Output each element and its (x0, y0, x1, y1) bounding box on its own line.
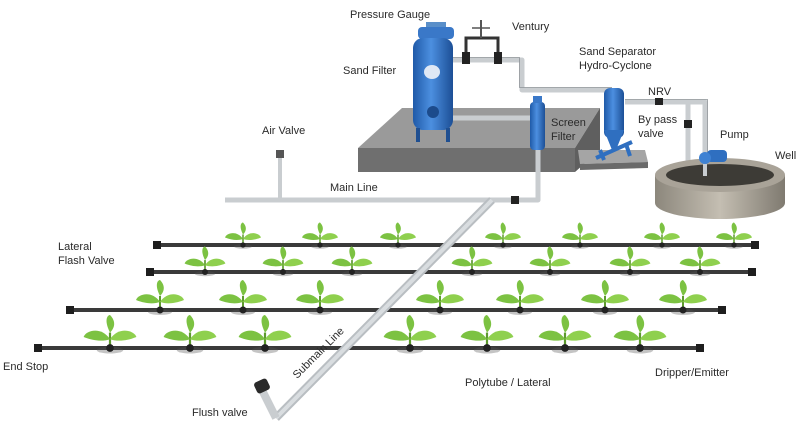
plant (416, 280, 464, 315)
label-flush-valve: Flush valve (192, 407, 248, 419)
label-polytube: Polytube / Lateral (465, 377, 551, 389)
label-sand-separator: Sand Separator (579, 46, 657, 58)
label-sand-filter: Sand Filter (343, 65, 397, 77)
plant (609, 246, 651, 277)
end-stop-cap (696, 344, 704, 352)
label-lateral: Lateral (58, 241, 92, 253)
label-bypass: By pass (638, 114, 678, 126)
screen-filter (530, 96, 545, 150)
plant (679, 246, 721, 277)
label-pump: Pump (720, 129, 749, 141)
plant (659, 280, 707, 315)
plant (83, 315, 137, 354)
end-stop-cap (718, 306, 726, 314)
plant (331, 246, 373, 277)
label-bypass-valve: valve (638, 128, 664, 140)
plant (225, 222, 261, 249)
plant (644, 222, 680, 249)
end-stop-cap (66, 306, 74, 314)
plant (485, 222, 521, 249)
hydro-cyclone (595, 88, 633, 161)
label-end-stop: End Stop (3, 361, 49, 373)
label-hydro-cyclone: Hydro-Cyclone (579, 60, 652, 72)
plant (380, 222, 416, 249)
label-screen: Screen (551, 117, 586, 129)
plant (163, 315, 217, 354)
well (655, 158, 785, 219)
sand-filter-tank (413, 22, 454, 142)
end-stop-cap (146, 268, 154, 276)
plant (613, 315, 667, 354)
lateral-end-stops (34, 241, 759, 352)
plant (562, 222, 598, 249)
plant (716, 222, 752, 249)
label-pressure-gauge: Pressure Gauge (350, 9, 431, 21)
end-stop-cap (34, 344, 42, 352)
plant (296, 280, 344, 315)
label-ventury: Ventury (512, 21, 550, 33)
plant (581, 280, 629, 315)
label-main-line: Main Line (330, 182, 378, 194)
nrv-valve (655, 98, 663, 105)
plant (529, 246, 571, 277)
ventury (462, 20, 502, 64)
plant (238, 315, 292, 354)
label-flash-valve: Flash Valve (58, 255, 115, 267)
plant (496, 280, 544, 315)
end-stop-cap (748, 268, 756, 276)
plant (538, 315, 592, 354)
label-filter: Filter (551, 131, 576, 143)
bypass-valve (684, 120, 692, 128)
plants (83, 222, 752, 354)
plant (262, 246, 304, 277)
plant (451, 246, 493, 277)
submain-line (273, 197, 495, 421)
pump (699, 150, 727, 176)
label-air-valve: Air Valve (262, 125, 306, 137)
pipe-outlines (450, 57, 708, 170)
label-nrv: NRV (648, 86, 672, 98)
main-line-valve (511, 196, 519, 204)
end-stop-cap (751, 241, 759, 249)
air-valve (276, 150, 284, 200)
label-well: Well (775, 150, 797, 162)
plant (219, 280, 267, 315)
end-stop-cap (153, 241, 161, 249)
plant (383, 315, 437, 354)
plant (184, 246, 226, 277)
lateral-lines (38, 243, 755, 350)
flush-valve (254, 378, 280, 420)
plant (302, 222, 338, 249)
plant (136, 280, 184, 315)
header-pipes (225, 57, 708, 203)
label-dripper: Dripper/Emitter (655, 367, 729, 379)
plant (460, 315, 514, 354)
